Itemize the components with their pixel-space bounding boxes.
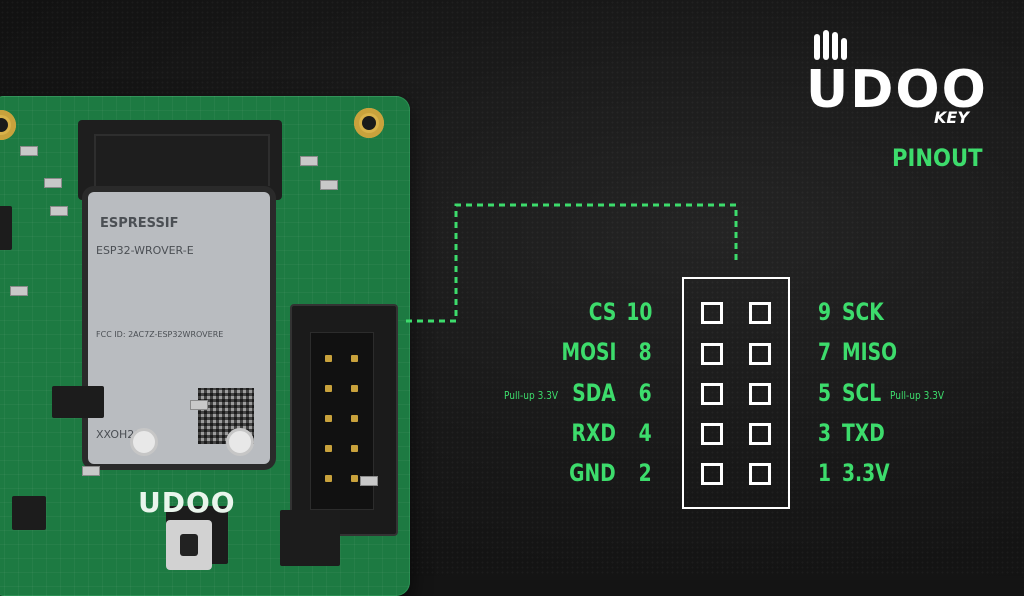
ic-chip (12, 496, 46, 530)
module-model: ESP32-WROVER-E (96, 244, 194, 257)
pin-pad-5 (749, 383, 771, 405)
ic-chip (280, 510, 340, 566)
mounting-hole (354, 108, 384, 138)
pin-header-diagram (682, 277, 790, 509)
esp32-module: ESPRESSIF ESP32-WROVER-E FCC ID: 2AC7Z-E… (88, 192, 270, 464)
logo-text: UDOO (806, 60, 988, 120)
pin-label-name: 3.3V (842, 459, 890, 487)
pin-pad-3 (749, 423, 771, 445)
pin-label-number: 7 (818, 338, 832, 366)
pin-label-name: CS (588, 298, 616, 326)
pin-pad-6 (701, 383, 723, 405)
push-button-sw3 (166, 520, 212, 570)
pin-label-name: SDA (572, 379, 616, 407)
module-code: XXOH28 (96, 428, 142, 441)
pin-label-number: 5 (818, 379, 832, 407)
pcb-udoo-logo: UDOO (138, 486, 236, 519)
pin-pad-9 (749, 302, 771, 324)
pin-pad-8 (701, 343, 723, 365)
pin-label-name: SCL (842, 379, 882, 407)
led-d18 (226, 428, 254, 456)
pin-label-name: MISO (842, 338, 897, 366)
pin-label-name: GND (569, 459, 616, 487)
module-fcc: FCC ID: 2AC7Z-ESP32WROVERE (96, 330, 224, 339)
pin-pad-4 (701, 423, 723, 445)
pin-label-number: 6 (638, 379, 652, 407)
sda-pullup-note: Pull-up 3.3V (504, 389, 559, 402)
pin-label-name: RXD (571, 419, 616, 447)
pin-label-number: 2 (638, 459, 652, 487)
pin-pad-10 (701, 302, 723, 324)
connector-line (406, 203, 738, 323)
pin-label-number: 9 (818, 298, 832, 326)
pin-label-name: SCK (842, 298, 884, 326)
pin-label-number: 3 (818, 419, 832, 447)
pin-label-number: 10 (625, 298, 652, 326)
hand-icon (814, 30, 847, 60)
pcb-board: ESPRESSIF ESP32-WROVER-E FCC ID: 2AC7Z-E… (0, 96, 410, 596)
pin-label-number: 8 (638, 338, 652, 366)
page-title: PINOUT (892, 144, 983, 172)
pin-label-number: 1 (818, 459, 832, 487)
pin-label-name: MOSI (561, 338, 616, 366)
mounting-hole (0, 110, 16, 140)
esp32-antenna (78, 120, 282, 200)
module-brand: ESPRESSIF (100, 216, 179, 231)
scl-pullup-note: Pull-up 3.3V (890, 389, 945, 402)
logo-subtitle: KEY (934, 108, 969, 127)
pin-pad-2 (701, 463, 723, 485)
udoo-key-logo: UDOO KEY (796, 30, 996, 140)
pin-pad-1 (749, 463, 771, 485)
ic-chip (0, 206, 12, 250)
pin-pad-7 (749, 343, 771, 365)
ic-chip (52, 386, 104, 418)
led-d17 (130, 428, 158, 456)
pin-label-name: TXD (842, 419, 885, 447)
pin-label-number: 4 (638, 419, 652, 447)
